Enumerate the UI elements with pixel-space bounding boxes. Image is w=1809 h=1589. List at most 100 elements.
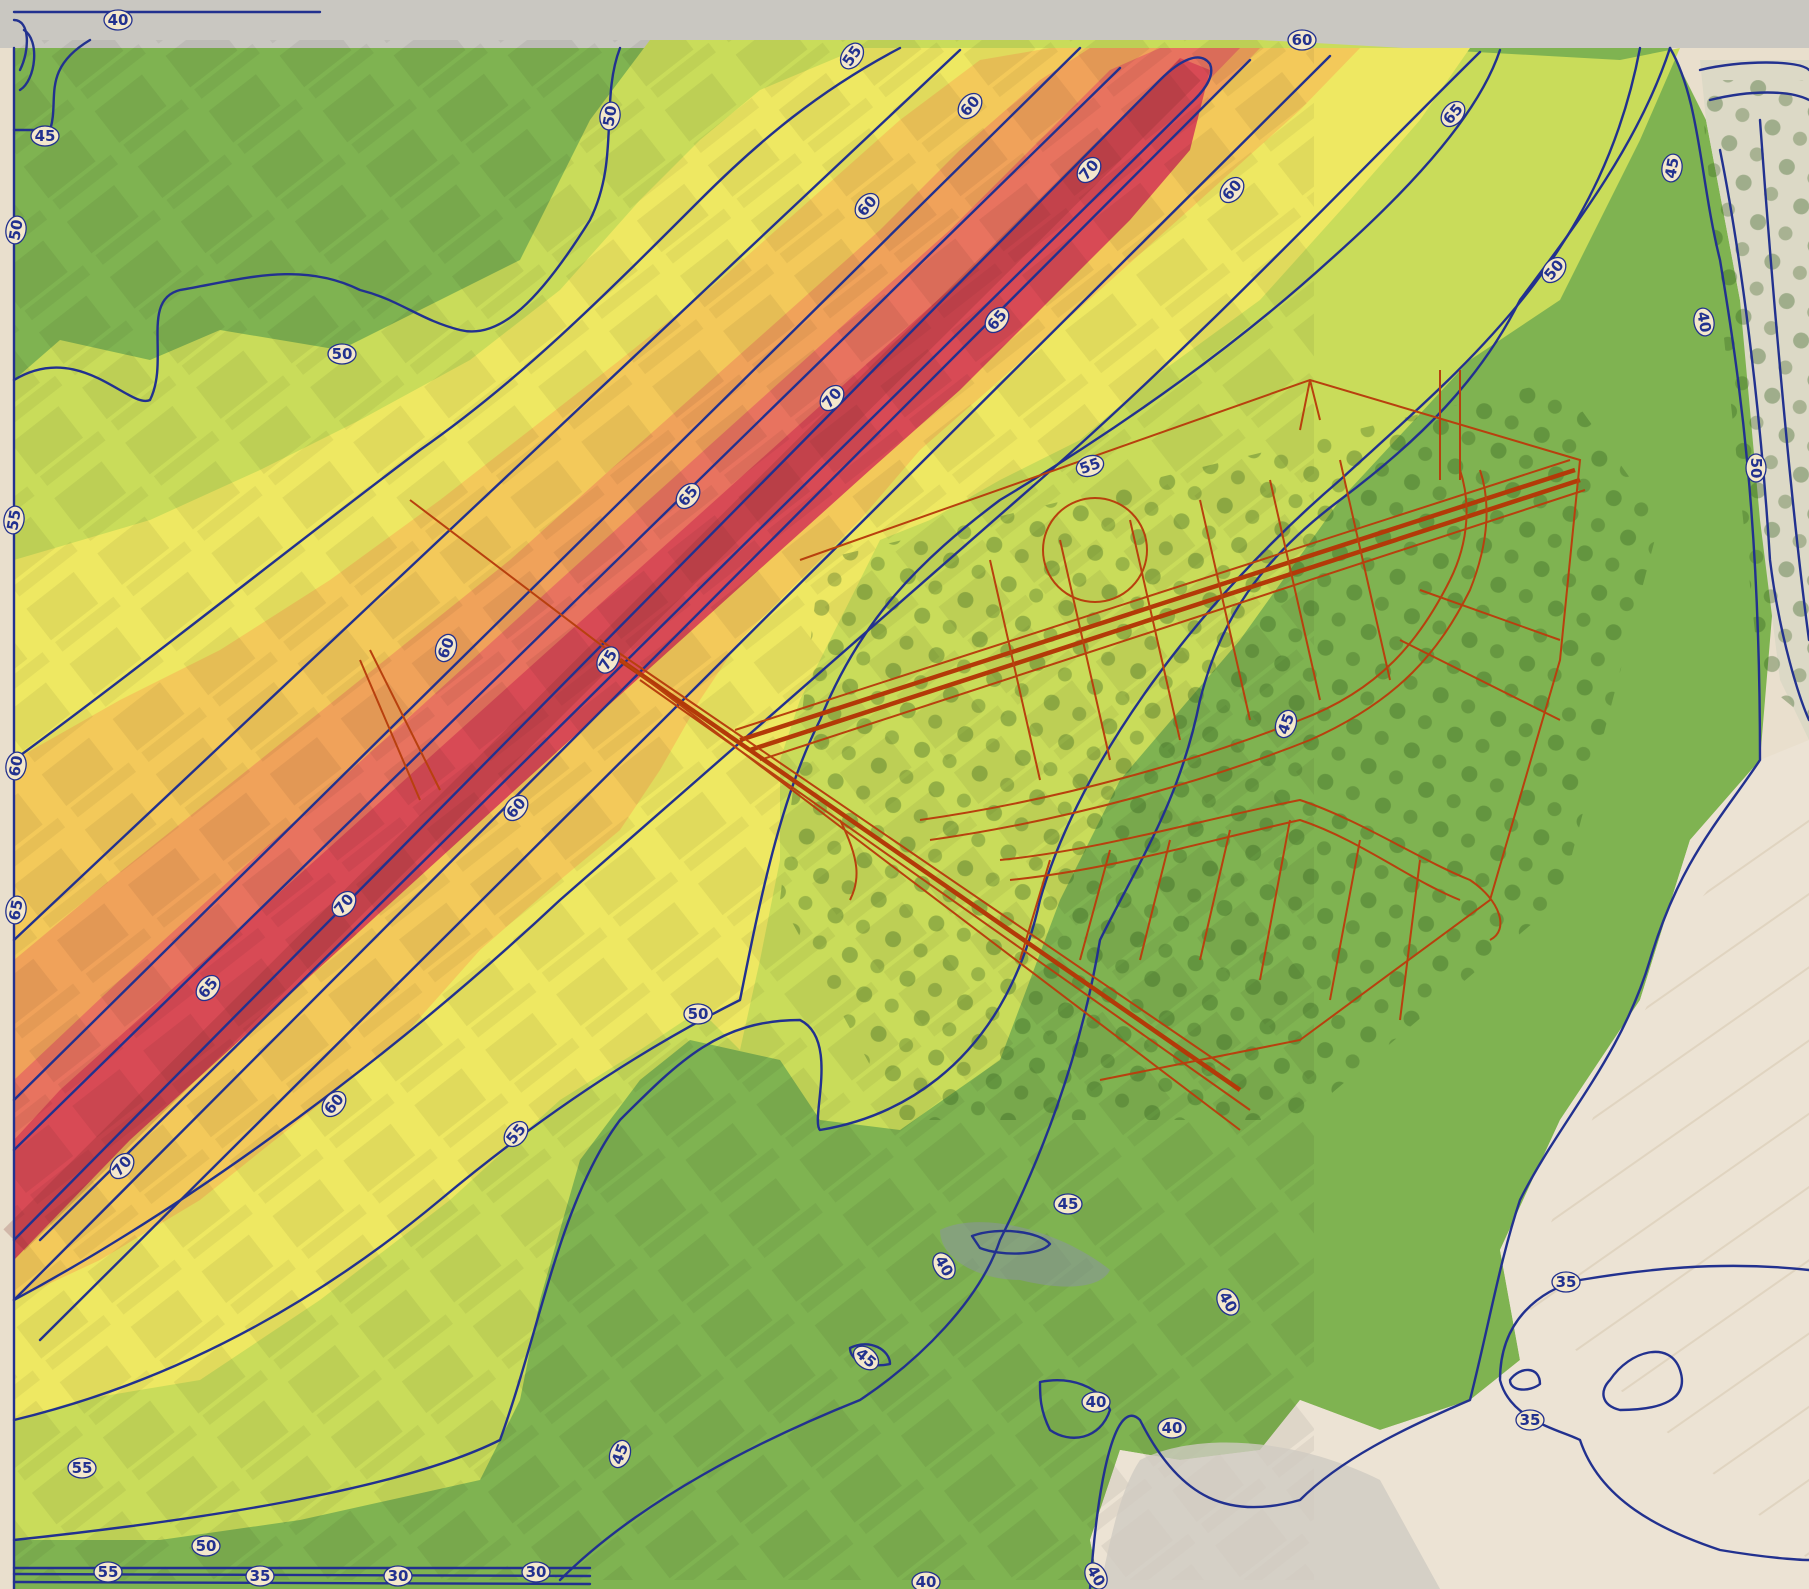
contour-label-badge — [191, 1535, 221, 1557]
contour-label-badge — [5, 215, 27, 245]
contour-60-a — [12, 48, 1482, 1302]
contour-label-text: 65 — [5, 898, 26, 922]
contour-label-45: 45 — [30, 125, 60, 147]
contour-label-55: 55 — [839, 42, 866, 69]
contour-label-text: 60 — [1292, 31, 1313, 49]
contour-label-65: 65 — [983, 306, 1010, 334]
contour-label-badge — [5, 895, 27, 925]
contour-label-text: 50 — [1747, 458, 1765, 479]
contour-label-badge — [5, 751, 27, 781]
contour-label-badge — [103, 9, 133, 31]
contour-label-badge — [321, 1090, 347, 1118]
contour-label-text: 35 — [1556, 1273, 1577, 1291]
contour-label-badge — [434, 633, 458, 663]
contour-label-55: 55 — [93, 1561, 123, 1583]
contour-label-badge — [596, 646, 620, 674]
contour-label-badge — [1745, 453, 1767, 483]
contour-40-orchard — [1698, 61, 1809, 722]
contour-label-badge — [1661, 153, 1683, 183]
contour-label-text: 45 — [1058, 1195, 1079, 1213]
contour-label-badge — [195, 974, 221, 1002]
field-texture — [1520, 760, 1809, 1560]
contour-label-35: 35 — [245, 1565, 275, 1587]
contour-label-badge — [1440, 100, 1466, 128]
contour-label-text: 35 — [250, 1567, 271, 1585]
contour-label-badge — [331, 890, 357, 918]
internal-road-b — [999, 798, 1502, 941]
contour-label-text: 50 — [688, 1005, 709, 1023]
contour-label-badge — [1515, 1409, 1545, 1431]
contour-label-45: 45 — [852, 1344, 880, 1371]
contour-label-badge — [957, 92, 983, 120]
contour-label-text: 50 — [599, 104, 620, 128]
contour-label-badge — [599, 101, 621, 131]
contour-label-40: 40 — [911, 1571, 941, 1589]
contour-label-40: 40 — [931, 1252, 957, 1280]
contour-label-badge — [1219, 176, 1245, 204]
contour-label-40: 40 — [103, 9, 133, 31]
contour-label-badge — [675, 482, 701, 510]
contour-label-text: 30 — [526, 1563, 547, 1581]
contour-35-ring-a — [1602, 1350, 1683, 1412]
contour-label-60: 60 — [320, 1090, 347, 1118]
contour-label-badge — [67, 1457, 97, 1479]
contour-label-badge — [1081, 1391, 1111, 1413]
contour-label-65: 65 — [5, 895, 27, 925]
access-road-main — [739, 467, 1581, 753]
contour-label-60: 60 — [1287, 29, 1317, 51]
contour-label-60: 60 — [5, 751, 27, 781]
contour-label-badge — [1157, 1417, 1187, 1439]
plan-stubs — [359, 370, 1461, 901]
contour-label-text: 50 — [5, 218, 26, 242]
contour-label-badge — [1274, 709, 1298, 739]
contour-label-badge — [1053, 1193, 1083, 1215]
contour-label-30: 30 — [383, 1565, 413, 1587]
contour-label-50: 50 — [327, 343, 357, 365]
contour-label-text: 50 — [332, 345, 353, 363]
contour-label-55: 55 — [3, 505, 25, 535]
contour-label-badge — [1084, 1562, 1108, 1589]
plot-lines — [989, 459, 1561, 1021]
contour-label-text: 55 — [3, 508, 24, 532]
contour-label-55: 55 — [67, 1457, 97, 1479]
contour-label-text: 40 — [1086, 1393, 1107, 1411]
contour-label-50: 50 — [191, 1535, 221, 1557]
contour-label-text: 35 — [1520, 1411, 1541, 1429]
contour-top-left — [12, 10, 322, 92]
cross-road-edge — [409, 499, 1251, 1131]
contour-label-45: 45 — [1053, 1193, 1083, 1215]
internal-road-a — [919, 469, 1488, 841]
contour-label-text: 55 — [72, 1459, 93, 1477]
contour-label-badge — [911, 1571, 941, 1589]
block-boundary — [799, 378, 1582, 1081]
contour-label-40: 40 — [1693, 307, 1715, 337]
contour-label-badge — [984, 306, 1010, 334]
contour-45-pond — [970, 1229, 1052, 1255]
contour-label-50: 50 — [1745, 453, 1767, 483]
contour-label-text: 40 — [916, 1573, 937, 1589]
contour-label-badge — [93, 1561, 123, 1583]
contour-label-text: 55 — [98, 1563, 119, 1581]
contour-label-badge — [109, 1152, 135, 1180]
roundabout-plan — [1042, 497, 1148, 603]
contour-label-badge — [327, 343, 357, 365]
contour-label-badge — [245, 1565, 275, 1587]
contour-label-text: 40 — [1162, 1419, 1183, 1437]
contour-label-badge — [1075, 454, 1105, 478]
development-plan — [359, 370, 1586, 1131]
contour-35-ring-b — [1508, 1368, 1542, 1391]
contour-label-badge — [503, 794, 529, 822]
contour-40-small-b — [1038, 1379, 1112, 1439]
contour-55-a — [12, 46, 1502, 1422]
contour-50-a — [12, 46, 1642, 1542]
contour-label-text: 60 — [5, 754, 26, 778]
orchard-texture — [1700, 80, 1809, 720]
contour-label-badge — [683, 1003, 713, 1025]
contour-label-text: 50 — [196, 1537, 217, 1555]
contour-label-50: 50 — [683, 1003, 713, 1025]
contour-label-35: 35 — [1551, 1271, 1581, 1293]
contour-35 — [1498, 1264, 1809, 1562]
access-road-edge — [734, 459, 1586, 761]
contour-label-text: 40 — [1693, 310, 1714, 334]
